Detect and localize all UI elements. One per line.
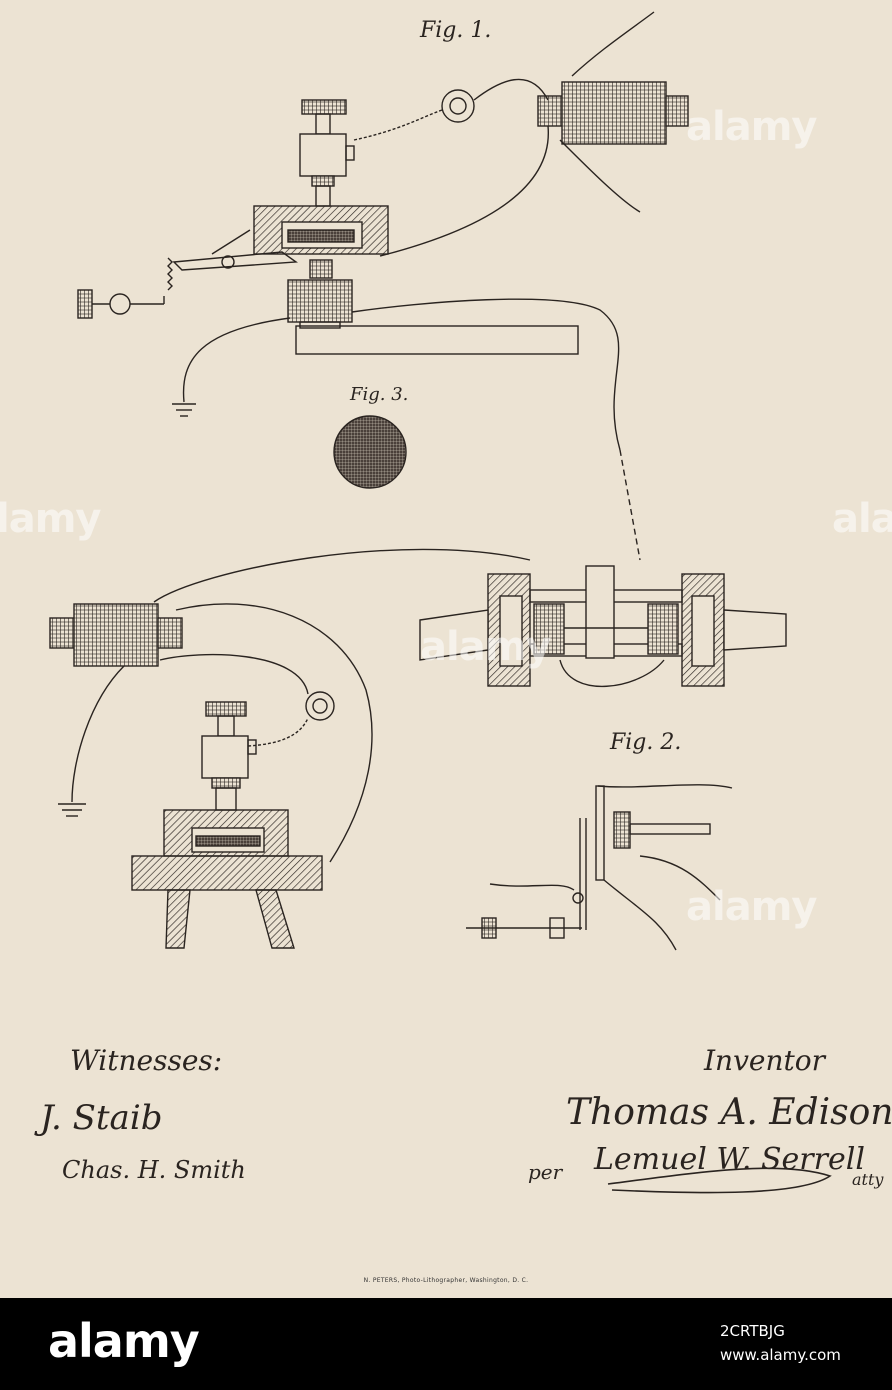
witness-signature-2: Chas. H. Smith — [62, 1156, 246, 1184]
alamy-logo: alamy — [48, 1314, 199, 1368]
watermark: alamy — [420, 624, 550, 670]
fig1-title: Fig. 1. — [420, 18, 491, 43]
watermark: alamy — [686, 104, 816, 150]
inventor-heading: Inventor — [704, 1044, 825, 1077]
per-label: per — [528, 1160, 562, 1184]
witnesses-heading: Witnesses: — [70, 1044, 222, 1077]
inventor-signature: Thomas A. Edison — [566, 1092, 892, 1133]
image-id: 2CRTBJG — [720, 1322, 785, 1340]
witness-signature-1: J. Staib — [40, 1098, 162, 1138]
watermark: alamy — [832, 496, 892, 542]
fig3-disc — [334, 416, 406, 488]
printer-imprint: N. PETERS, Photo-Lithographer, Washingto… — [0, 1277, 892, 1284]
watermark: alamy — [686, 884, 816, 930]
attorney-signature: Lemuel W. Serrell — [594, 1142, 865, 1177]
atty-label: atty — [852, 1170, 883, 1189]
site-url: www.alamy.com — [720, 1346, 841, 1364]
fig3-title: Fig. 3. — [350, 384, 408, 405]
patent-sheet: Fig. 1. Fig. 3. Fig. 2. Witnesses: J. St… — [0, 0, 892, 1298]
watermark: alamy — [0, 496, 100, 542]
fig2-title: Fig. 2. — [610, 730, 681, 755]
